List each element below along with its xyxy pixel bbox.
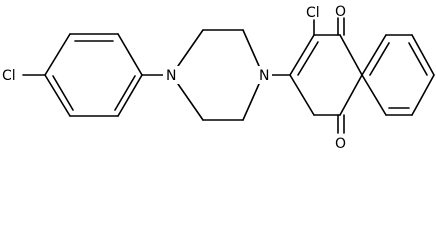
double-bond-inner (297, 41, 319, 76)
bond (117, 74, 143, 117)
bond (411, 34, 435, 76)
structure-canvas: Cl N N Cl O O (2, 4, 435, 152)
bond (361, 34, 387, 76)
atom-label-cl-left: Cl (2, 68, 16, 84)
bond (289, 74, 315, 116)
piperazine-ring (177, 29, 260, 121)
molecule-structure: Cl N N Cl O O (2, 4, 435, 152)
bond (242, 29, 260, 67)
bond (361, 74, 387, 116)
quinone-ring (289, 34, 363, 116)
label-background (256, 66, 272, 84)
atom-label-n-left: N (166, 68, 176, 84)
atom-label-o-bottom: O (335, 136, 346, 152)
bond (177, 29, 204, 67)
bond (339, 34, 363, 76)
atom-label-o-top: O (335, 4, 346, 20)
bond (44, 74, 71, 117)
bond (44, 33, 71, 76)
label-background (163, 66, 179, 84)
bond (242, 83, 260, 121)
bond (117, 33, 143, 76)
bond (289, 34, 315, 76)
atom-label-n-right: N (259, 68, 269, 84)
bond (411, 74, 435, 116)
bond (339, 74, 363, 116)
double-bond-inner (52, 75, 74, 111)
double-bond-inner (114, 75, 136, 111)
chlorophenyl-ring (44, 33, 143, 117)
bond (177, 83, 204, 121)
double-bond-inner (408, 42, 428, 76)
benzo-ring (361, 34, 435, 116)
double-bond-inner (369, 42, 390, 76)
atom-label-cl-top: Cl (306, 5, 320, 21)
